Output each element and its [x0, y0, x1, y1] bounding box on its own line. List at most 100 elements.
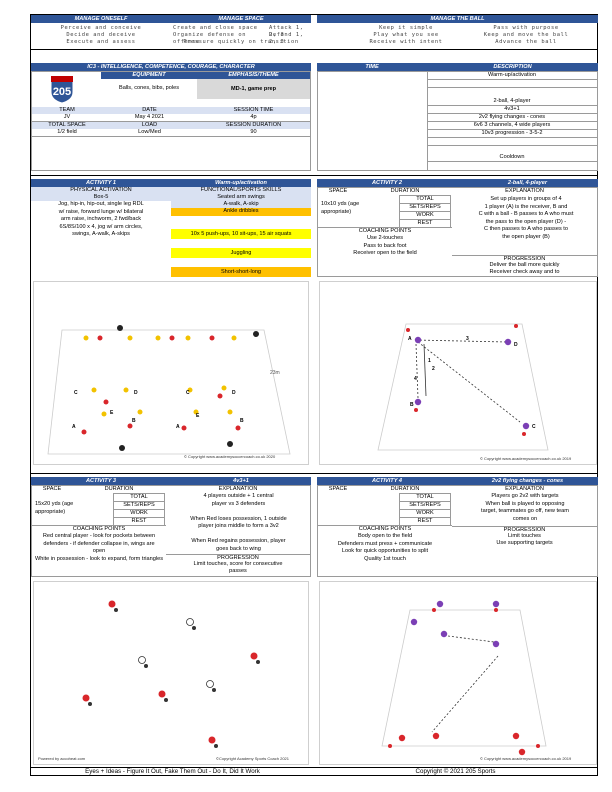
space-header: SPACE	[318, 188, 358, 195]
explanation-line: 1 player (A) is the receiver, B and	[484, 203, 568, 210]
physical-line: arm raise, inchworm, 2 fwd/back	[60, 216, 142, 222]
physical-line: 6S/8S/100 x 4, jog w/ arm circles,	[59, 223, 143, 230]
skill-row	[171, 216, 311, 229]
manage-space-line: Attack 1, 2, 3	[269, 25, 304, 38]
progression-line: passes	[229, 568, 247, 574]
team-header: TEAM	[32, 107, 102, 114]
manage-ball-line: Advance the ball	[495, 39, 557, 45]
explanation-line: When ball is played to opposing	[485, 500, 565, 507]
copyright-note: ©Copyright Academy Sports Coach 2021	[216, 756, 289, 761]
explanation-line: player vs 3 defenders	[211, 500, 266, 507]
duration-header: DURATION	[72, 486, 166, 493]
schedule-row	[427, 138, 597, 146]
schedule-row: 2-ball, 4-player	[427, 98, 597, 106]
explanation-line: player joins middle to form a 3v2	[198, 523, 279, 529]
skill-row: Ankle dribbles	[171, 208, 311, 216]
progression-header: PROGRESSION	[166, 554, 310, 562]
manage-oneself-line: Decide and deceive	[66, 32, 136, 38]
activity4-header: ACTIVITY 4	[317, 477, 457, 485]
svg-text:2: 2	[432, 366, 435, 372]
physical-activation-header: PHYSICAL ACTIVATION	[31, 187, 171, 194]
manage-ball-line: Pass with purpose	[493, 25, 559, 31]
explanation-header: EXPLANATION	[166, 486, 310, 493]
activity3-title: 4v3+1	[171, 477, 311, 485]
svg-text:A: A	[176, 424, 180, 430]
manage-ball-line: Receive with intent	[369, 39, 443, 45]
svg-text:B: B	[410, 402, 414, 408]
progression-line: Limit touches	[508, 533, 541, 539]
svg-text:D: D	[514, 342, 518, 348]
svg-text:3: 3	[466, 336, 469, 342]
load-header: LOAD	[102, 122, 197, 129]
schedule-row: 4v3+1	[427, 106, 597, 114]
skill-row: Juggling	[171, 248, 311, 258]
session-time-header: SESSION TIME	[197, 107, 310, 114]
session-plan: MANAGE ONESELF MANAGE SPACE MANAGE THE B…	[30, 14, 598, 776]
svg-text:D: D	[232, 390, 236, 396]
progression-line: Limit touches, score for consecutive	[193, 561, 283, 567]
time-header: TIME	[317, 63, 427, 71]
activity4-title: 2v2 flying changes - cones	[457, 477, 598, 485]
explanation-header: EXPLANATION	[452, 486, 597, 493]
manage-space-line: Create and close space	[173, 25, 258, 31]
skill-row	[171, 258, 311, 267]
coaching-line: Pass to back foot	[363, 242, 407, 249]
space-header: SPACE	[32, 486, 72, 493]
coaching-line: Body open to the field	[357, 533, 413, 539]
svg-text:D: D	[134, 390, 138, 396]
logo-text: 205	[52, 86, 72, 98]
svg-text:A: A	[72, 424, 76, 430]
physical-line: w/ raise, forward lunge w/ bilateral	[58, 208, 144, 215]
svg-text:C: C	[186, 390, 190, 396]
activity2-title: 2-ball, 4-player	[457, 179, 598, 187]
explanation-header: EXPLANATION	[452, 188, 597, 195]
activity3-diagram: Powered by accoheat.com ©Copyright Acade…	[33, 581, 309, 765]
ic3-header: IC3 - INTELLIGENCE, COMPETENCE, COURAGE,…	[31, 63, 311, 71]
manage-oneself-line: Perceive and conceive	[60, 25, 142, 31]
manage-ball-line: Keep it simple	[379, 25, 433, 31]
explanation-line	[167, 531, 310, 538]
copyright-note: © Copyright www.academysoccercoach.co.uk…	[480, 456, 572, 461]
explanation-line: C then passes to A who passes to	[484, 226, 568, 232]
explanation-line: the pass to the open player (D) -	[485, 218, 567, 225]
explanation-line: Set up players in groups of 4	[490, 196, 562, 202]
schedule-row: Cooldown	[427, 154, 597, 162]
schedule-row: Warm-up/activation	[427, 72, 597, 80]
manage-space-line: Organize defense on offense	[173, 32, 247, 45]
footer-motto: Eyes + Ideas - Figure It Out, Fake Them …	[85, 768, 260, 775]
coaching-line: defenders - if defender collapse in, win…	[43, 540, 155, 547]
date-header: DATE	[102, 107, 197, 114]
explanation-line: comes on	[512, 515, 538, 522]
skill-row: Short-short-long	[171, 267, 311, 277]
coaching-line: Defenders must press + communicate	[337, 540, 433, 547]
explanation-line	[167, 508, 310, 515]
activity1-title: Warm-up/activation	[171, 179, 311, 187]
manage-ball-line: Play what you see	[373, 32, 439, 38]
svg-text:C: C	[74, 390, 78, 396]
footer-copyright: Copyright © 2021 205 Sports	[415, 768, 496, 775]
skill-row	[171, 239, 311, 248]
distance-label: 23m	[270, 370, 280, 376]
physical-line: Jog, hip-in, hip-out, single leg RDL	[58, 201, 144, 207]
svg-text:1: 1	[428, 358, 431, 364]
equipment-value: Balls, cones, bibs, poles	[118, 85, 179, 91]
date-value: May 4 2021	[102, 114, 197, 122]
duration-header: DURATION	[358, 486, 452, 493]
explanation-line: target, teammates go off, new team	[481, 508, 569, 514]
schedule-row: 10v3 progression - 3-5-2	[427, 130, 597, 138]
progression-line: Receiver check away and to	[489, 269, 560, 275]
divider	[31, 49, 597, 50]
skill-row: 10x 5 push-ups, 10 sit-ups, 15 air squat…	[171, 229, 311, 239]
copyright-note: © Copyright www.academysoccercoach.co.uk…	[480, 756, 572, 761]
coaching-line: Look for quick opportunities to split	[341, 548, 429, 554]
svg-text:E: E	[196, 413, 200, 419]
svg-text:C: C	[532, 424, 536, 430]
explanation-line: goes back to wing	[216, 545, 261, 552]
skill-row: A-walk, A-skip	[171, 201, 311, 208]
duration-value: 90	[197, 129, 310, 137]
manage-space-header: MANAGE SPACE	[171, 15, 311, 23]
explanation-line: When Red loses possession, 1 outside	[190, 515, 287, 522]
activity2-header: ACTIVITY 2	[317, 179, 457, 187]
coaching-line: Quality 1st touch	[364, 555, 406, 562]
